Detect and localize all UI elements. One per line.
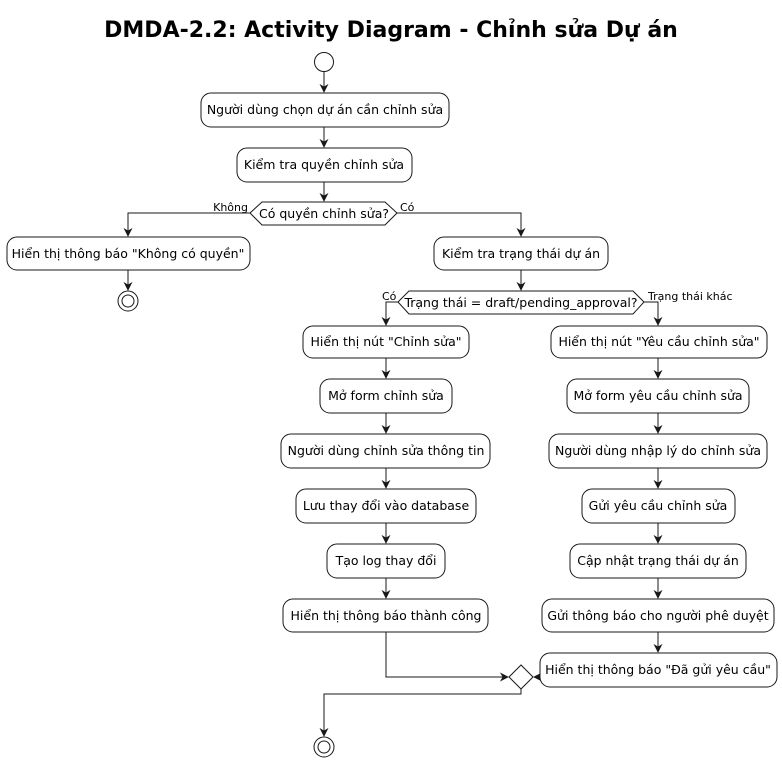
action-show-request-button: Hiển thị nút "Yêu cầu chỉnh sửa" [550,325,768,359]
decision-has-permission: Có quyền chỉnh sửa? [249,201,398,226]
action-check-status: Kiểm tra trạng thái dự án [433,236,609,271]
action-label: Người dùng chọn dự án cần chỉnh sửa [207,102,443,117]
action-label: Hiển thị thông báo "Đã gửi yêu cầu" [545,662,771,677]
end-node-left [117,290,139,312]
action-open-edit-form: Mở form chỉnh sửa [319,378,453,414]
action-show-request-sent: Hiển thị thông báo "Đã gửi yêu cầu" [539,652,778,688]
action-update-status: Cập nhật trạng thái dự án [569,543,747,579]
action-user-edits-info: Người dùng chỉnh sửa thông tin [280,433,491,469]
action-label: Hiển thị thông báo "Không có quyền" [12,246,245,261]
action-label: Tạo log thay đổi [335,553,437,568]
action-label: Hiển thị thông báo thành công [291,608,482,623]
branch-label-no: Không [213,201,248,214]
action-label: Hiển thị nút "Chỉnh sửa" [311,334,462,349]
action-send-request: Gửi yêu cầu chỉnh sửa [581,488,736,524]
action-save-to-db: Lưu thay đổi vào database [295,488,477,524]
decision-label: Có quyền chỉnh sửa? [259,206,389,221]
decision-label: Trạng thái = draft/pending_approval? [403,295,637,310]
merge-node [508,664,534,690]
action-label: Cập nhật trạng thái dự án [577,553,739,568]
branch-label-status-yes: Có [382,290,397,303]
action-show-success: Hiển thị thông báo thành công [282,598,489,633]
action-label: Hiển thị nút "Yêu cầu chỉnh sửa" [558,334,759,349]
action-open-request-form: Mở form yêu cầu chỉnh sửa [566,378,750,414]
action-check-permission: Kiểm tra quyền chỉnh sửa [236,147,413,183]
action-label: Gửi thông báo cho người phê duyệt [547,608,768,623]
action-label: Lưu thay đổi vào database [303,498,470,513]
action-label: Kiểm tra trạng thái dự án [442,246,600,261]
end-node-final [313,736,335,758]
action-no-permission-msg: Hiển thị thông báo "Không có quyền" [6,236,251,271]
action-label: Người dùng chỉnh sửa thông tin [288,443,485,458]
action-label: Gửi yêu cầu chỉnh sửa [589,498,728,513]
action-show-edit-button: Hiển thị nút "Chỉnh sửa" [302,325,470,359]
decision-status-check: Trạng thái = draft/pending_approval? [397,290,645,315]
action-label: Người dùng nhập lý do chỉnh sửa [555,443,761,458]
action-enter-reason: Người dùng nhập lý do chỉnh sửa [548,433,768,469]
action-label: Mở form yêu cầu chỉnh sửa [573,388,742,403]
action-select-project: Người dùng chọn dự án cần chỉnh sửa [200,92,450,128]
branch-label-yes: Có [400,201,415,214]
diagram-title: DMDA-2.2: Activity Diagram - Chỉnh sửa D… [104,18,678,43]
action-create-log: Tạo log thay đổi [326,543,446,579]
action-notify-approver: Gửi thông báo cho người phê duyệt [541,598,775,633]
start-node [314,52,334,72]
branch-label-status-other: Trạng thái khác [647,290,733,303]
action-label: Kiểm tra quyền chỉnh sửa [244,157,404,172]
action-label: Mở form chỉnh sửa [328,388,444,403]
